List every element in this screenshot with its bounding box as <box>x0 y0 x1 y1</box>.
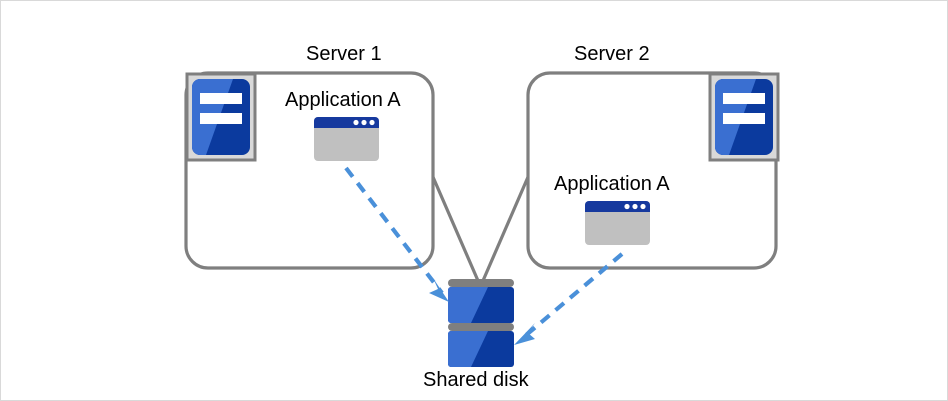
server2-to-disk-link <box>480 175 530 285</box>
server2-label: Server 2 <box>574 43 650 65</box>
server2-application-label: Application A <box>554 173 670 195</box>
server1-to-disk-link <box>431 175 481 285</box>
disk-stack-icon <box>448 279 514 367</box>
shared-disk-label: Shared disk <box>423 369 529 391</box>
server1-application-label: Application A <box>285 89 401 111</box>
server1-label: Server 1 <box>306 43 382 65</box>
server-icon <box>708 72 780 162</box>
app2-access-arrow <box>514 252 624 345</box>
app1-access-arrow <box>344 166 449 302</box>
application-window-icon <box>585 201 650 245</box>
server-icon <box>185 72 257 162</box>
application-window-icon <box>314 117 379 161</box>
